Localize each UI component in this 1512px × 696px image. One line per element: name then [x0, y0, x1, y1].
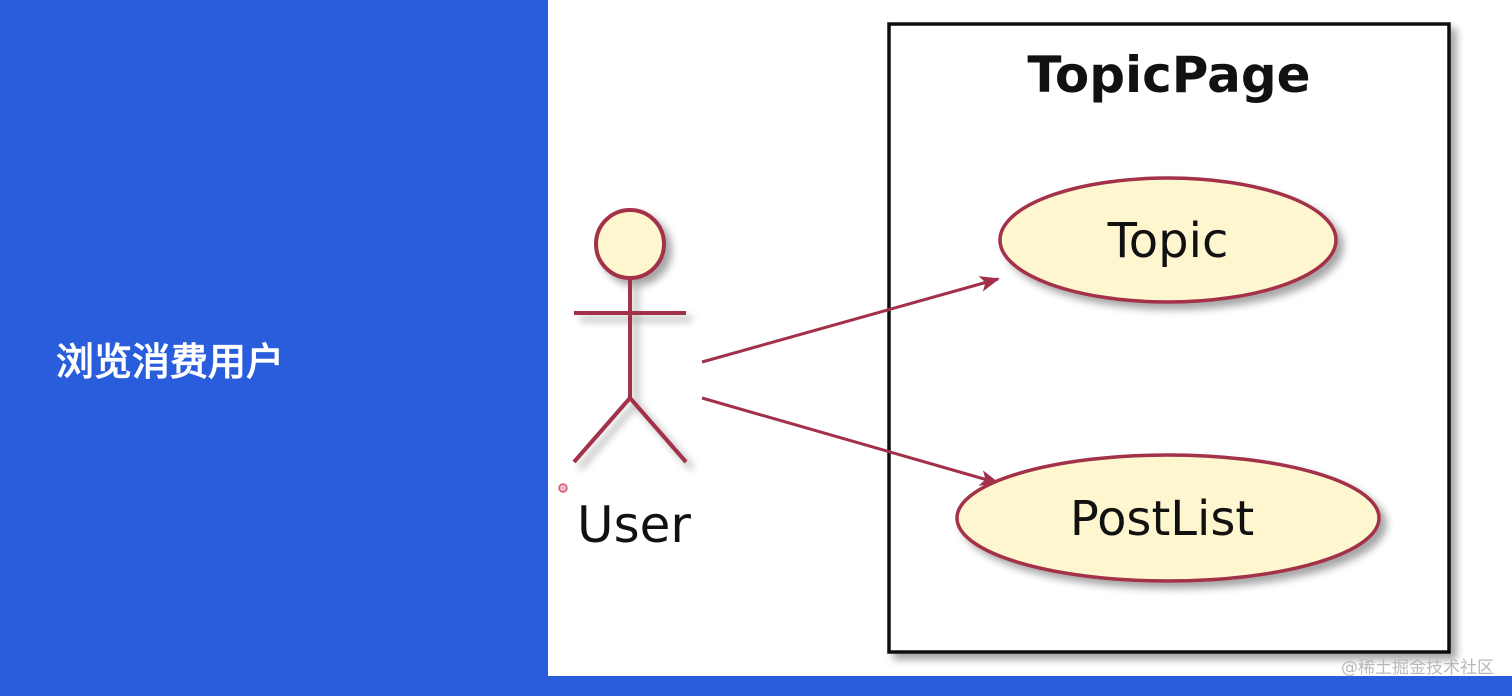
associations — [701, 276, 1000, 486]
cursor-dot-icon — [558, 483, 568, 493]
association-user-postlist — [701, 396, 1000, 486]
use-case-postlist-ellipse — [955, 453, 1381, 583]
use-case-diagram: TopicPage User — [548, 0, 1512, 676]
stick-figure-icon — [572, 208, 688, 464]
actor-user: User — [558, 208, 691, 554]
use-case-topic: Topic — [998, 176, 1338, 304]
system-boundary-label: TopicPage — [1027, 46, 1310, 104]
actor-label: User — [577, 496, 691, 554]
use-case-diagram-svg: TopicPage User — [558, 22, 1451, 654]
left-panel: 浏览消费用户 — [0, 0, 548, 696]
use-case-topic-label: Topic — [1107, 213, 1229, 269]
association-user-topic — [701, 276, 1000, 364]
use-case-postlist-label: PostList — [1070, 491, 1254, 547]
use-case-topic-ellipse — [998, 176, 1338, 304]
use-case-postlist: PostList — [955, 453, 1381, 583]
watermark: @稀土掘金技术社区 — [1341, 658, 1494, 678]
side-title: 浏览消费用户 — [56, 340, 285, 384]
